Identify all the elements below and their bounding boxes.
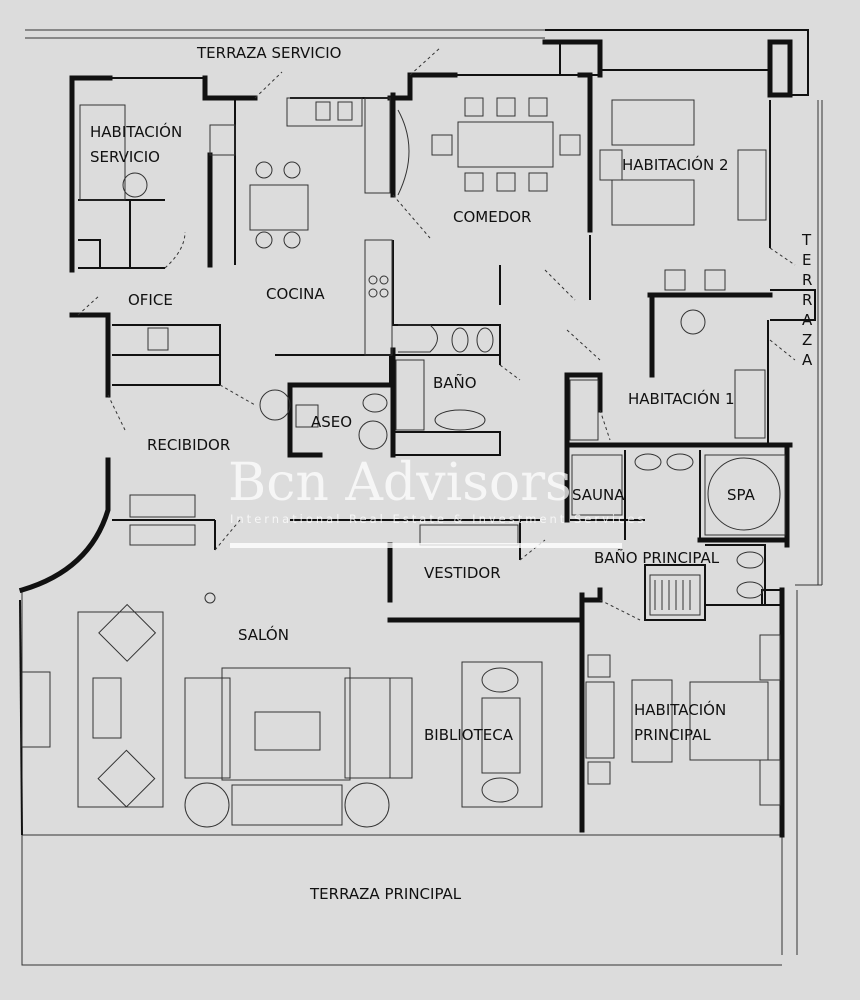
terraza-letter: A [802, 311, 813, 329]
label-habitacion-principal-line1: HABITACIÓN [634, 700, 726, 719]
label-biblioteca: BIBLIOTECA [424, 726, 514, 744]
label-bano-principal: BAÑO PRINCIPAL [594, 548, 720, 567]
label-sauna: SAUNA [572, 486, 625, 504]
label-terraza-principal: TERRAZA PRINCIPAL [309, 885, 462, 903]
label-recibidor: RECIBIDOR [147, 436, 230, 454]
watermark-tagline: International Real Estate & Investment S… [230, 512, 646, 526]
terraza-letter: Z [802, 331, 812, 349]
watermark-underline [230, 543, 622, 548]
label-habitacion-servicio-line2: SERVICIO [90, 148, 160, 166]
terraza-letter: R [802, 291, 812, 309]
terraza-letter: R [802, 271, 812, 289]
terraza-letter: E [802, 251, 811, 269]
label-terraza-vertical: T E R R A Z A [801, 231, 813, 369]
label-spa: SPA [727, 486, 756, 504]
label-habitacion-servicio-line1: HABITACIÓN [90, 122, 182, 141]
label-comedor: COMEDOR [453, 208, 531, 226]
label-habitacion-2: HABITACIÓN 2 [622, 155, 729, 174]
terraza-letter: T [801, 231, 812, 249]
label-bano: BAÑO [433, 373, 477, 392]
label-salon: SALÓN [238, 625, 289, 644]
walls [18, 39, 816, 838]
room-labels: TERRAZA SERVICIO HABITACIÓN SERVICIO COM… [90, 44, 813, 903]
watermark: Bcn Advisors International Real Estate &… [228, 453, 646, 548]
label-terraza-servicio: TERRAZA SERVICIO [196, 44, 341, 62]
label-office: OFICE [128, 291, 173, 309]
label-aseo: ASEO [311, 413, 352, 431]
label-vestidor: VESTIDOR [424, 564, 501, 582]
label-habitacion-1: HABITACIÓN 1 [628, 389, 735, 408]
label-habitacion-principal-line2: PRINCIPAL [634, 726, 711, 744]
label-cocina: COCINA [266, 285, 325, 303]
furniture [21, 97, 786, 828]
terraza-letter: A [802, 351, 813, 369]
watermark-brand: Bcn Advisors [228, 453, 572, 513]
